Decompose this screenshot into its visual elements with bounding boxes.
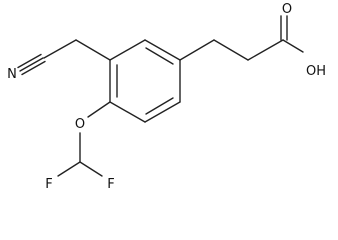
carbonyl-oxygen-label: O: [282, 2, 292, 17]
c-o-bond: [87, 101, 111, 118]
c-oh-bond: [282, 39, 304, 53]
cyanomethyl-group: N: [7, 39, 111, 82]
chemical-structure-diagram: N O F F O OH: [7, 2, 326, 192]
ether-oxygen-label: O: [75, 117, 85, 132]
propanoic-acid-chain: O OH: [179, 2, 326, 79]
ring-double-bond: [145, 47, 174, 65]
hydroxyl-label: OH: [306, 64, 326, 79]
triple-bond-line: [21, 60, 46, 76]
difluoromethoxy-group: O F F: [45, 101, 115, 192]
c-c-bond: [43, 39, 77, 59]
ring-bond: [109, 101, 146, 123]
chain-bond: [247, 39, 284, 61]
ch2-bond: [75, 39, 111, 61]
fluorine-left-label: F: [45, 177, 52, 192]
ring-double-bond: [145, 97, 174, 115]
ring-bond: [144, 101, 181, 123]
ring-bond: [109, 39, 146, 61]
nitrogen-label: N: [7, 67, 17, 82]
c-f-bond: [79, 161, 103, 177]
structure-canvas: N O F F O OH: [7, 2, 326, 192]
chain-bond: [213, 39, 249, 61]
benzene-ring: [109, 39, 181, 123]
triple-bond-line: [17, 53, 42, 69]
triple-bond-line: [19, 57, 44, 72]
fluorine-right-label: F: [107, 177, 114, 192]
ring-bond: [144, 39, 181, 61]
c-f-bond: [57, 161, 81, 177]
chain-bond: [179, 39, 215, 61]
